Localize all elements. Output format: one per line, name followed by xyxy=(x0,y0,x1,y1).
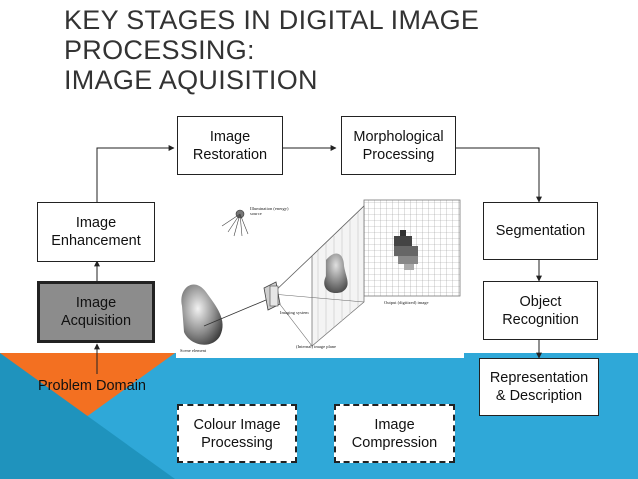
image-plane-label: (Internal) image plane xyxy=(296,344,336,349)
image-acquisition-illustration: Illumination (energy) source Imaging sys… xyxy=(176,196,464,358)
stage-image-compression: Image Compression xyxy=(334,404,455,463)
stage-representation-description: Representation & Description xyxy=(479,358,599,416)
output-image-blob xyxy=(394,230,418,270)
problem-domain-label: Problem Domain xyxy=(38,378,146,394)
stage-morphological-processing: Morphological Processing xyxy=(341,116,456,175)
scene-element-label: Scene element xyxy=(180,348,207,353)
background-teal-triangle xyxy=(0,353,175,479)
illumination-source-label-line-1: Illumination (energy) xyxy=(250,206,289,211)
slide-title-line-3: IMAGE AQUISITION xyxy=(64,65,318,95)
illumination-source-label: Illumination (energy) source xyxy=(250,206,290,216)
stage-image-restoration: Image Restoration xyxy=(177,116,283,175)
illumination-source-label-line-2: source xyxy=(250,211,262,216)
slide-title: KEY STAGES IN DIGITAL IMAGE PROCESSING: … xyxy=(64,5,479,95)
output-image-label: Output (digitized) image xyxy=(384,300,429,305)
stage-image-enhancement: Image Enhancement xyxy=(37,202,155,262)
image-plane-blob xyxy=(324,253,348,294)
scene-element-blob xyxy=(181,284,223,345)
arrow-enhancement-to-restoration xyxy=(96,145,175,202)
stage-image-acquisition: Image Acquisition xyxy=(37,281,155,343)
stage-segmentation: Segmentation xyxy=(483,202,598,260)
imaging-system-icon xyxy=(263,281,281,311)
stage-colour-image-processing: Colour Image Processing xyxy=(177,404,297,463)
stage-object-recognition: Object Recognition xyxy=(483,281,598,340)
slide-title-line-1: KEY STAGES IN DIGITAL IMAGE xyxy=(64,5,480,35)
illumination-source-icon xyxy=(221,209,249,237)
imaging-system-label: Imaging system xyxy=(280,310,309,315)
slide-title-line-2: PROCESSING: xyxy=(64,35,255,65)
arrow-morphological-to-segmentation xyxy=(455,147,542,203)
